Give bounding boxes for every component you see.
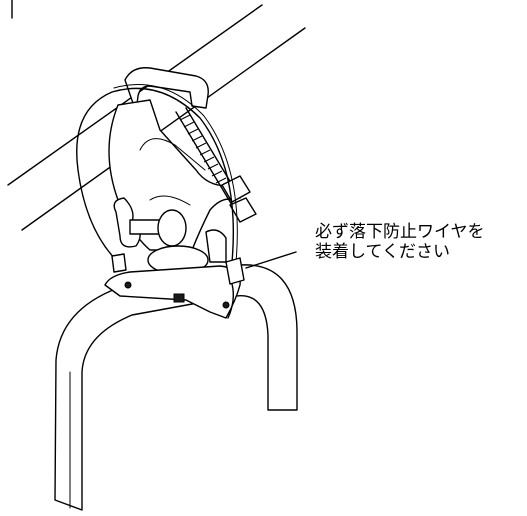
callout-leader-line — [245, 251, 297, 269]
half-coupler-clamp — [108, 67, 257, 275]
callout-line-1: 必ず落下防止ワイヤを — [315, 222, 485, 242]
fixture-yoke — [54, 264, 298, 511]
safety-wire-callout: 必ず落下防止ワイヤを 装着してください — [315, 222, 525, 262]
callout-line-2: 装着してください — [315, 242, 450, 262]
safety-wire — [76, 84, 245, 319]
